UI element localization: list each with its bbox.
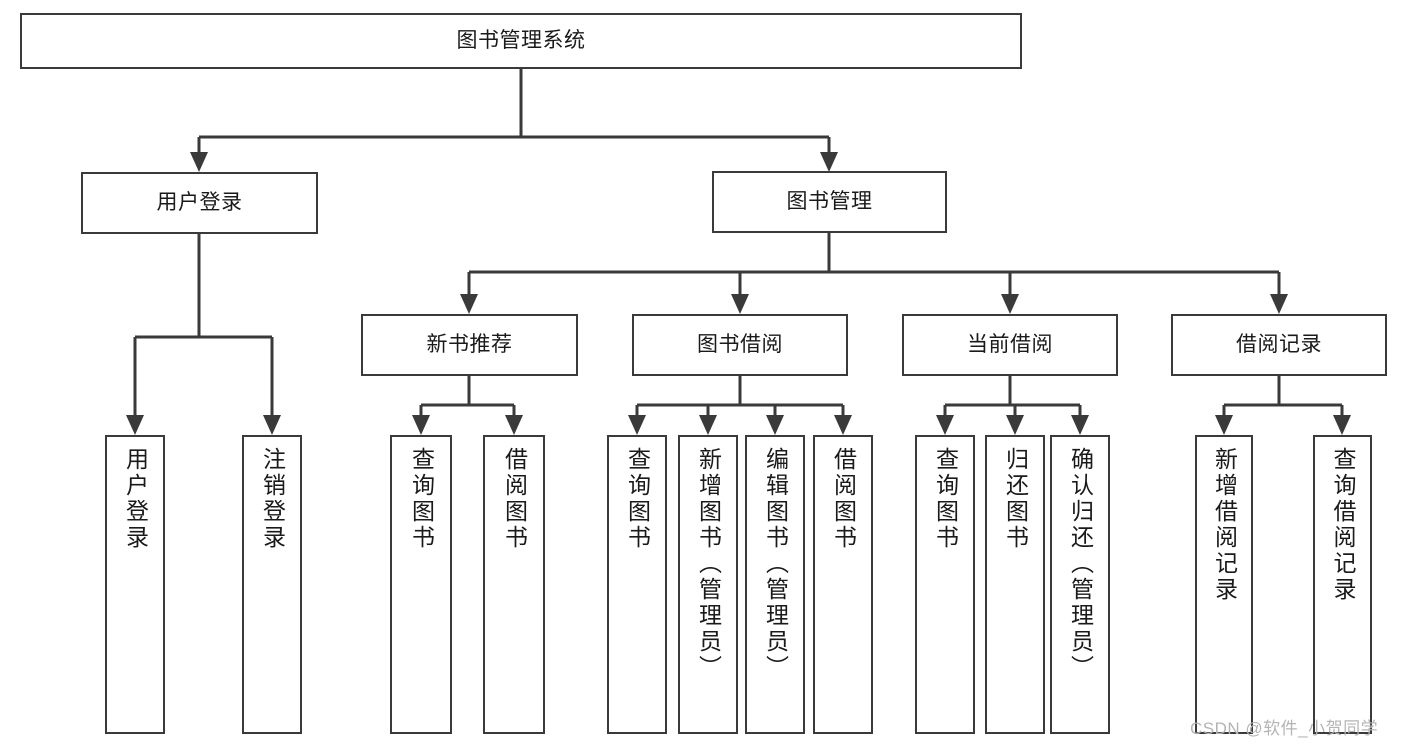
node-leaf-4-label: 查询图书	[624, 447, 651, 551]
node-level1-0-label: 用户登录	[156, 190, 243, 214]
node-leaf-11-label: 新增借阅记录	[1211, 447, 1238, 603]
node-level2-3-label: 借阅记录	[1236, 332, 1322, 356]
node-level2-2-label: 当前借阅	[967, 332, 1053, 356]
node-root-label: 图书管理系统	[456, 28, 586, 52]
node-level2-1[interactable]: 图书借阅	[632, 314, 848, 376]
node-leaf-9-label: 归还图书	[1002, 447, 1029, 551]
node-leaf-5-label: 新增图书（管理员）	[695, 447, 722, 681]
node-leaf-4[interactable]: 查询图书	[607, 435, 667, 734]
node-leaf-2-label: 查询图书	[408, 447, 435, 551]
node-level2-0-label: 新书推荐	[426, 332, 513, 356]
node-leaf-10[interactable]: 确认归还（管理员）	[1050, 435, 1110, 734]
node-level1-1[interactable]: 图书管理	[712, 171, 947, 233]
node-level2-2[interactable]: 当前借阅	[902, 314, 1118, 376]
node-leaf-7[interactable]: 借阅图书	[813, 435, 873, 734]
node-level2-1-label: 图书借阅	[697, 332, 783, 356]
watermark-text: CSDN @软件_小贺同学	[1190, 719, 1379, 738]
node-leaf-10-label: 确认归还（管理员）	[1067, 447, 1094, 681]
node-level2-3[interactable]: 借阅记录	[1171, 314, 1387, 376]
node-level1-1-label: 图书管理	[786, 189, 873, 213]
node-leaf-6-label: 编辑图书（管理员）	[762, 447, 789, 681]
node-leaf-5[interactable]: 新增图书（管理员）	[678, 435, 738, 734]
node-leaf-7-label: 借阅图书	[830, 447, 857, 551]
node-leaf-6[interactable]: 编辑图书（管理员）	[745, 435, 805, 734]
node-leaf-3-label: 借阅图书	[501, 447, 528, 551]
node-leaf-8-label: 查询图书	[932, 447, 959, 551]
node-level1-0[interactable]: 用户登录	[81, 172, 318, 234]
node-leaf-0[interactable]: 用户登录	[105, 435, 165, 734]
node-leaf-12[interactable]: 查询借阅记录	[1313, 435, 1372, 734]
node-leaf-2[interactable]: 查询图书	[390, 435, 452, 734]
node-root[interactable]: 图书管理系统	[20, 13, 1022, 69]
node-level2-0[interactable]: 新书推荐	[361, 314, 578, 376]
node-leaf-8[interactable]: 查询图书	[915, 435, 975, 734]
node-leaf-9[interactable]: 归还图书	[985, 435, 1045, 734]
node-leaf-0-label: 用户登录	[122, 447, 149, 551]
node-leaf-11[interactable]: 新增借阅记录	[1195, 435, 1253, 734]
node-leaf-1[interactable]: 注销登录	[242, 435, 302, 734]
node-leaf-12-label: 查询借阅记录	[1330, 447, 1356, 603]
node-leaf-3[interactable]: 借阅图书	[483, 435, 545, 734]
node-leaf-1-label: 注销登录	[259, 447, 286, 551]
